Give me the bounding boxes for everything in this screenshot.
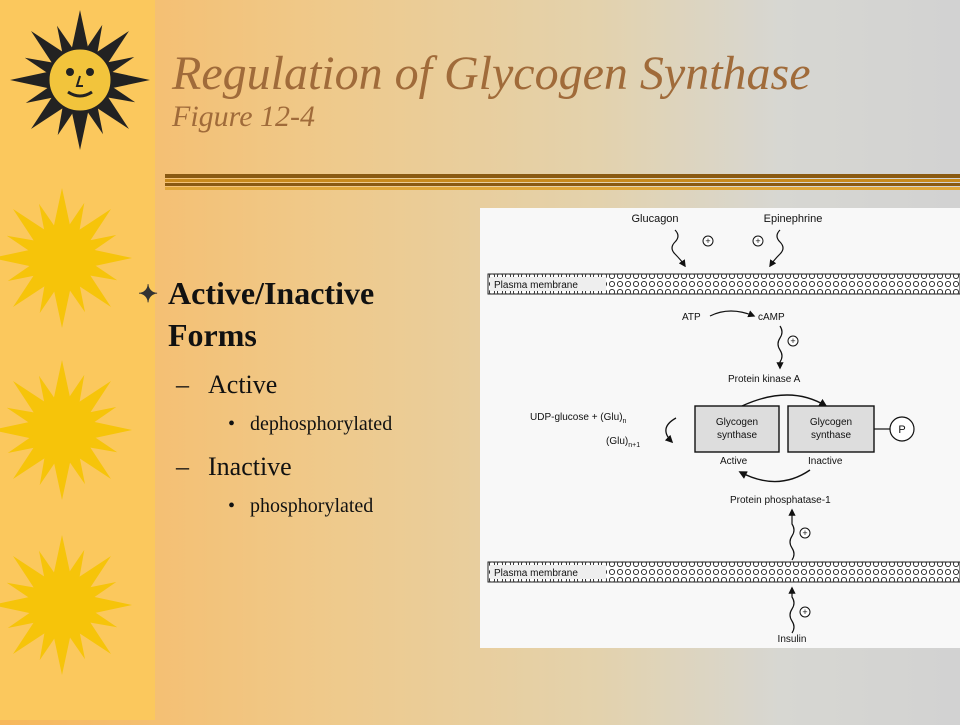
dot-marker: • — [228, 495, 236, 517]
insulin-arrow — [788, 586, 796, 634]
udp-glucose-label: UDP-glucose + (Glu)n — [530, 412, 627, 425]
plus-sign: + — [790, 336, 795, 346]
inactive-label: Inactive — [808, 456, 843, 467]
atp-label: ATP — [682, 312, 701, 323]
bullet-sub-active: – Active — [138, 368, 468, 402]
phosphate-label: P — [898, 424, 905, 436]
plus-sign: + — [802, 607, 807, 617]
plus-sign: + — [802, 528, 807, 538]
left-decoration-strip — [0, 0, 158, 720]
title-block: Regulation of Glycogen Synthase Figure 1… — [172, 48, 932, 134]
pathway-figure: Glucagon Epinephrine + + Plasma membrane… — [480, 208, 960, 648]
insulin-label: Insulin — [778, 634, 807, 645]
plasma-membrane-bottom-label: Plasma membrane — [494, 568, 578, 579]
plus-icon — [752, 235, 764, 247]
gs-right-line1: Glycogen — [810, 417, 852, 428]
dephosphorylation-arrow — [738, 469, 811, 483]
plus-icon — [799, 606, 811, 618]
glycogen-synthase-inactive-box — [787, 405, 875, 453]
plus-icon — [799, 527, 811, 539]
four-point-star-icon: ✦ — [138, 282, 159, 308]
plus-icon — [702, 235, 714, 247]
bullet-main: ✦ Active/Inactive Forms — [138, 272, 468, 356]
slide-subtitle: Figure 12-4 — [172, 100, 316, 133]
slide-title: Regulation of Glycogen Synthase — [172, 47, 811, 100]
bullet-sub-active-text: Active — [208, 370, 278, 399]
sun-icon — [0, 527, 140, 683]
gs-left-line2: synthase — [717, 430, 757, 441]
glu-product-label: (Glu)n+1 — [606, 436, 640, 449]
phosphorylation-arrow — [741, 394, 828, 407]
bullet-sub-inactive: – Inactive — [138, 450, 468, 484]
glucagon-label: Glucagon — [631, 213, 678, 225]
pathway-diagram: Glucagon Epinephrine + + Plasma membrane… — [487, 213, 960, 645]
membrane-label-bg — [490, 565, 606, 579]
gs-right-line2: synthase — [811, 430, 851, 441]
sun-face-icon — [2, 2, 158, 158]
bullet-list: ✦ Active/Inactive Forms – Active • depho… — [138, 272, 468, 520]
active-label: Active — [720, 456, 748, 467]
sun-icon — [0, 352, 140, 508]
bullet-detail-phosphorylated: • phosphorylated — [138, 492, 468, 520]
sun-column — [0, 2, 158, 683]
bullet-sub-inactive-text: Inactive — [208, 452, 292, 481]
glucagon-arrow — [671, 229, 686, 268]
protein-phosphatase-label: Protein phosphatase-1 — [730, 495, 831, 506]
gs-left-line1: Glycogen — [716, 417, 758, 428]
synthesis-arrow — [664, 417, 677, 444]
dot-marker: • — [228, 413, 236, 435]
epinephrine-arrow — [769, 229, 784, 268]
plus-sign: + — [705, 236, 710, 246]
camp-label: cAMP — [758, 312, 785, 323]
bullet-main-text: Active/Inactive Forms — [168, 275, 375, 353]
title-divider — [165, 174, 960, 190]
phosphate-icon — [889, 416, 915, 442]
plus-icon — [787, 335, 799, 347]
glycogen-synthase-active-box — [694, 405, 780, 453]
sun-icon — [0, 180, 140, 336]
bullet-detail-text: dephosphorylated — [250, 413, 393, 435]
bullet-detail-dephosphorylated: • dephosphorylated — [138, 410, 468, 438]
dash-marker: – — [176, 370, 189, 399]
plasma-membrane-top-label: Plasma membrane — [494, 280, 578, 291]
bullet-detail-text: phosphorylated — [250, 495, 374, 517]
plus-sign: + — [755, 236, 760, 246]
camp-down-arrow — [776, 325, 784, 370]
atp-camp-arrow — [709, 310, 756, 318]
dash-marker: – — [176, 452, 189, 481]
membrane-label-bg — [490, 277, 606, 291]
epinephrine-label: Epinephrine — [764, 213, 823, 225]
insulin-signal-arrow — [788, 508, 796, 561]
protein-kinase-a-label: Protein kinase A — [728, 374, 801, 385]
